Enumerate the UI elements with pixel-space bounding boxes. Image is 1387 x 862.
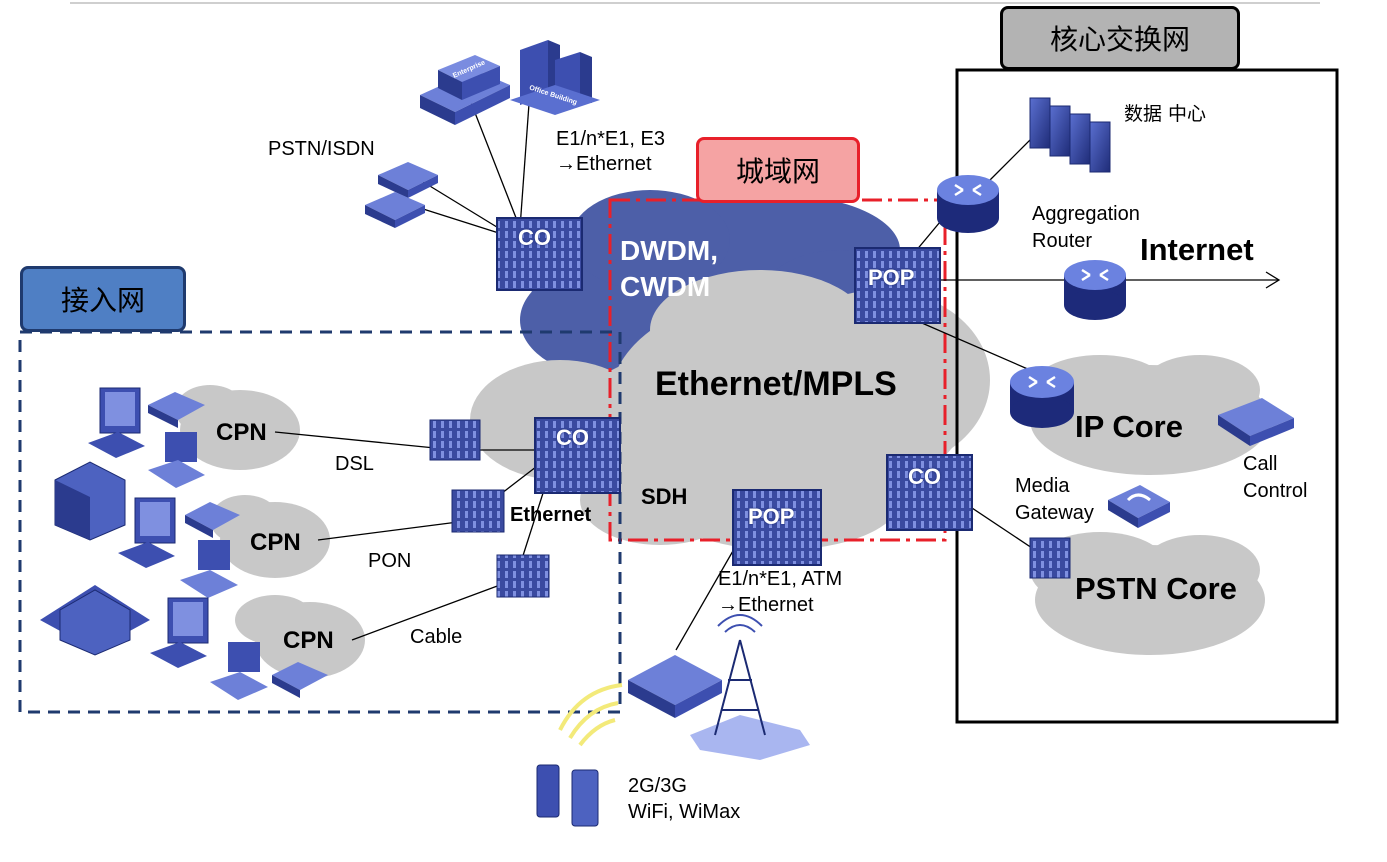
wireless-2g3g-label: 2G/3G [628, 775, 687, 797]
co-right-rack-icon [886, 454, 973, 531]
pstn-core-label: PSTN Core [1075, 571, 1237, 606]
cable-access-node-icon [496, 554, 550, 598]
e1-atm-label: E1/n*E1, ATM [718, 568, 843, 590]
co-access-label: CO [556, 425, 589, 450]
control-label: Control [1243, 480, 1308, 502]
cell-tower-icon [690, 614, 810, 760]
pop-top-label: POP [868, 265, 915, 290]
ethernet-mpls-label: Ethernet/MPLS [655, 365, 897, 403]
cable-label: Cable [410, 626, 463, 648]
enterprise-label: Enterprise [451, 59, 487, 80]
pon-label: PON [368, 550, 412, 572]
internet-label: Internet [1140, 232, 1254, 267]
aggregation-router-icon-1 [937, 175, 999, 233]
ip-core-router-icon [1010, 366, 1074, 428]
phone-icon-cpn-2 [185, 502, 240, 538]
office-building-icon [510, 40, 600, 115]
laptop-icon-1 [148, 432, 205, 488]
aggregation-label: Aggregation [1032, 203, 1140, 225]
pstn-switch-icon [1029, 537, 1071, 579]
ip-core-label: IP Core [1075, 409, 1183, 444]
core-network-border [955, 68, 1339, 724]
cpn-cloud-1 [175, 385, 300, 470]
pc-icon-2 [118, 497, 176, 568]
phone-icon-cpn-3 [272, 662, 328, 698]
cpn-cloud-2 [210, 495, 330, 578]
pon-access-node-icon [451, 489, 505, 533]
e1-e3-label: E1/n*E1, E3 [556, 128, 665, 150]
pop-top-rack-icon [854, 247, 941, 324]
dsl-access-node-icon [429, 419, 481, 461]
pstn-isdn-label: PSTN/ISDN [268, 138, 375, 160]
pc-icon-1 [88, 387, 145, 458]
co-access-rack-icon [534, 417, 621, 494]
phone-icon-1 [378, 162, 438, 198]
co-right-label: CO [908, 464, 941, 489]
media-label: Media [1015, 475, 1070, 497]
cpn-label-3: CPN [283, 627, 334, 654]
to-ethernet-bottom-label: →Ethernet [718, 594, 814, 616]
cwdm-label: CWDM [620, 271, 711, 302]
core-network-title: 核心交换网 [1000, 6, 1240, 70]
base-station-icon [628, 655, 722, 718]
internet-arrowhead [1265, 271, 1281, 289]
enterprise-building-icon [420, 55, 510, 125]
call-label: Call [1243, 453, 1278, 475]
metro-network-title: 城域网 [696, 137, 860, 203]
phone-icon-cpn-1 [148, 392, 205, 428]
data-center-server-icon [1029, 97, 1111, 173]
router-label: Router [1032, 230, 1093, 252]
co-top-label: CO [518, 225, 551, 250]
office-building-label: Office Building [528, 84, 578, 107]
data-center-label: 数据 中心 [1124, 103, 1207, 125]
wireless-signal-icon [558, 683, 623, 747]
cpn-cloud-3 [235, 595, 365, 678]
apartment-building-icon [54, 461, 126, 541]
house-icon [40, 585, 150, 656]
call-control-icon [1218, 398, 1294, 446]
cpn-label-1: CPN [216, 419, 267, 446]
laptop-icon-3 [210, 642, 268, 700]
sdh-label: SDH [641, 484, 688, 509]
dwdm-label: DWDM, [620, 235, 718, 266]
to-ethernet-top-label: →Ethernet [556, 153, 652, 175]
dsl-label: DSL [335, 453, 374, 475]
ethernet-access-label: Ethernet [510, 504, 592, 526]
aggregation-router-icon-2 [1064, 260, 1126, 320]
mobile-phone-icon [536, 764, 599, 827]
media-gateway-icon [1108, 485, 1170, 528]
co-top-rack-icon [496, 217, 583, 291]
cpn-label-2: CPN [250, 529, 301, 556]
connection-lines [274, 89, 1278, 651]
pc-icon-3 [150, 597, 209, 668]
access-network-title: 接入网 [20, 266, 186, 332]
phone-icon-2 [365, 192, 425, 228]
laptop-icon-2 [180, 540, 238, 598]
gateway-label: Gateway [1015, 502, 1094, 524]
access-network-border [18, 330, 622, 714]
pop-bottom-rack-icon [732, 489, 822, 566]
wireless-wifi-label: WiFi, WiMax [628, 801, 741, 823]
pstn-core-cloud [1030, 532, 1265, 655]
pop-bottom-label: POP [748, 504, 795, 529]
